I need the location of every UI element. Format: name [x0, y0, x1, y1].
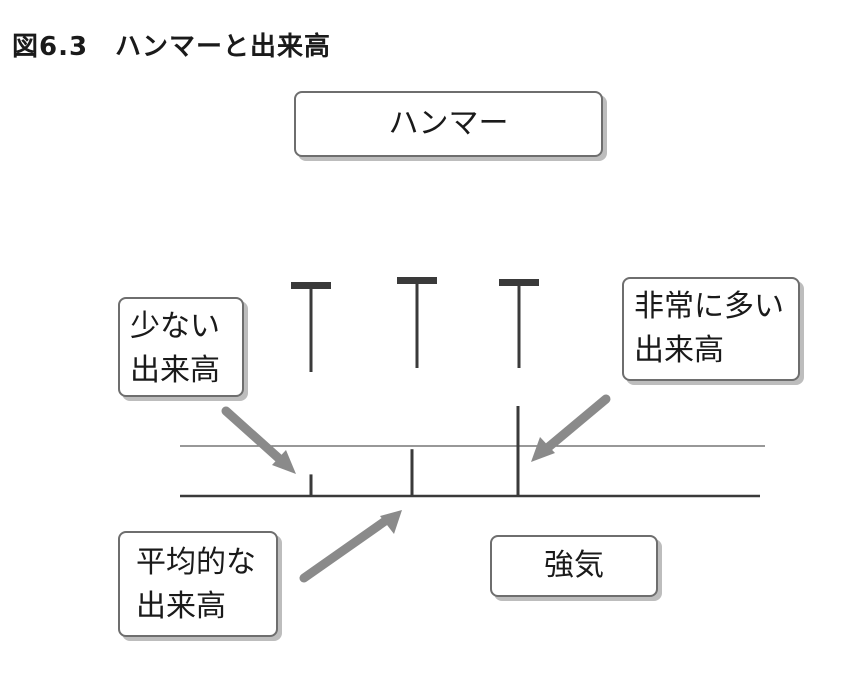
hammer-candle-2-body — [397, 277, 437, 284]
bullish-label: 強気 — [544, 548, 604, 583]
hammer-candle-1-body — [291, 282, 331, 289]
average-volume-label-line-1: 平均的な — [136, 545, 256, 580]
hammer-label-box: ハンマー — [294, 91, 603, 157]
hammer-candle-1 — [291, 282, 331, 372]
low-volume-label-line-2: 出来高 — [130, 353, 220, 388]
low-volume-label-box: 少ない 出来高 — [118, 297, 244, 397]
hammer-candle-2 — [397, 277, 437, 368]
average-volume-label-line-2: 出来高 — [136, 589, 226, 624]
arrow-average-volume — [299, 510, 402, 583]
hammer-candle-3 — [499, 279, 539, 368]
high-volume-label-line-2: 出来高 — [634, 333, 724, 368]
arrow-low-volume — [221, 406, 296, 474]
hammer-label: ハンマー — [388, 106, 509, 141]
high-volume-label-box: 非常に多い 出来高 — [622, 277, 800, 381]
high-volume-label-line-1: 非常に多い — [634, 289, 784, 324]
low-volume-label-line-1: 少ない — [130, 309, 220, 344]
hammer-candle-3-body — [499, 279, 539, 286]
average-volume-label-box: 平均的な 出来高 — [118, 531, 278, 637]
figure-title: 図6.3 ハンマーと出来高 — [12, 32, 332, 62]
arrow-high-volume — [531, 394, 611, 462]
bullish-label-box: 強気 — [490, 535, 658, 597]
